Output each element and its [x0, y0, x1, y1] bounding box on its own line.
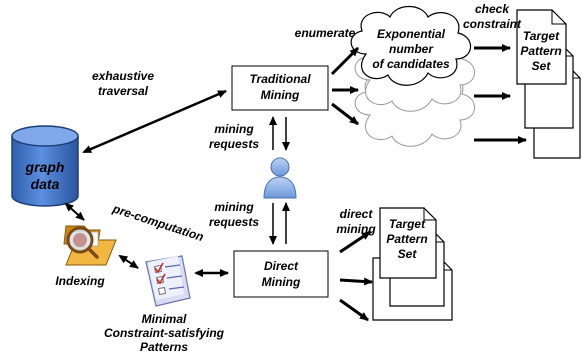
- label-check-line1: check: [475, 2, 510, 16]
- database-label-line2: data: [31, 176, 60, 192]
- cloud-front: [350, 5, 472, 86]
- arrows: [64, 44, 527, 322]
- label-enumerate: enumerate: [295, 26, 356, 40]
- cloud-text-line1: Exponential: [377, 27, 446, 41]
- graph-database-icon: graph data: [11, 125, 79, 207]
- arrow-enumerate: [330, 46, 360, 76]
- direct-mining-line1: Direct: [264, 259, 299, 273]
- target-bottom-line3: Set: [398, 247, 418, 261]
- cloud-text-line3: of candidates: [372, 57, 450, 71]
- label-minimal-line1: Minimal: [142, 312, 187, 326]
- arrow-direct-1: [339, 230, 371, 254]
- arrow-db-indexing: [64, 202, 85, 221]
- cloud-text-line2: number: [389, 42, 434, 56]
- target-pattern-set-bottom: Target Pattern Set: [372, 207, 453, 321]
- database-label-line1: graph: [25, 159, 65, 175]
- direct-mining-line2: Mining: [262, 275, 301, 289]
- target-top-line3: Set: [532, 59, 552, 73]
- arrow-direct-2: [339, 277, 373, 286]
- target-bottom-line2: Pattern: [386, 232, 427, 246]
- traditional-mining-line1: Traditional: [249, 72, 311, 86]
- arrow-to-cloud-back: [331, 102, 359, 126]
- checklist-icon: [145, 255, 191, 307]
- target-top-line2: Pattern: [520, 44, 561, 58]
- doc-front: [379, 207, 437, 279]
- direct-mining-box: Direct Mining: [233, 250, 329, 298]
- arrow-direct-3: [339, 298, 369, 322]
- label-check-line2: constraint: [463, 17, 522, 31]
- label-minimal-line2: Constraint-satisfying: [104, 326, 225, 340]
- target-bottom-line1: Target: [389, 217, 426, 231]
- traditional-mining-line2: Mining: [261, 88, 300, 102]
- label-requests-bottom-line1: mining: [214, 200, 254, 214]
- label-requests-bottom-line2: requests: [209, 215, 259, 229]
- label-direct-line1: direct: [340, 207, 374, 221]
- candidate-clouds: Exponential number of candidates: [350, 5, 475, 147]
- label-exhaustive-line1: exhaustive: [92, 69, 154, 83]
- label-direct-line2: mining: [336, 222, 376, 236]
- doc-front: [516, 9, 567, 85]
- arrow-exhaustive-traversal: [82, 89, 227, 154]
- label-precomputation: pre-computation: [110, 201, 205, 244]
- target-top-line1: Target: [523, 29, 560, 43]
- label-minimal-line3: Patterns: [140, 340, 188, 354]
- arrow-indexing-checklist: [118, 254, 139, 269]
- label-requests-top-line2: requests: [209, 137, 259, 151]
- user-icon: [263, 157, 297, 199]
- target-pattern-set-top: Target Pattern Set: [516, 9, 581, 159]
- label-requests-top-line1: mining: [214, 122, 254, 136]
- traditional-mining-box: Traditional Mining: [231, 65, 329, 111]
- label-indexing: Indexing: [55, 274, 105, 288]
- label-exhaustive-line2: traversal: [98, 84, 149, 98]
- indexing-folder-icon: [63, 225, 117, 266]
